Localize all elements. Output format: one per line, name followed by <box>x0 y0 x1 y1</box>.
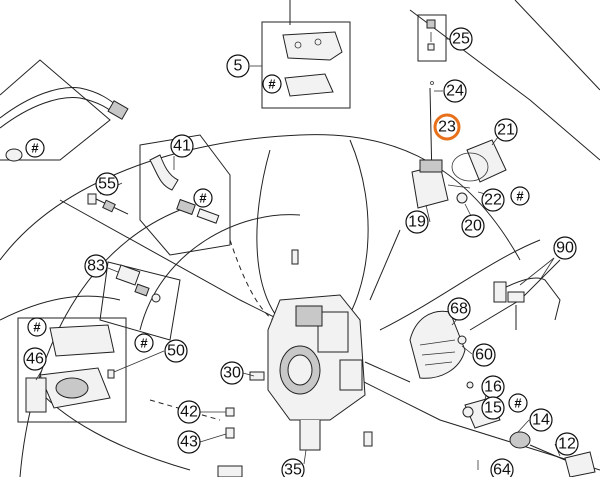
callout-68[interactable]: 68 <box>447 297 471 321</box>
callout-55[interactable]: 55 <box>95 172 119 196</box>
callout-41[interactable]: 41 <box>170 134 194 158</box>
callout-15-label: 15 <box>484 400 502 417</box>
callout-30[interactable]: 30 <box>220 361 244 385</box>
callout-30-label: 30 <box>223 365 241 382</box>
callout-83[interactable]: 83 <box>84 254 108 278</box>
callout-60[interactable]: 60 <box>472 343 496 367</box>
float-bowl-box <box>17 317 127 423</box>
callout-5[interactable]: 5 <box>226 54 250 78</box>
callout-50[interactable]: 50 <box>164 339 188 363</box>
hash-marker: # <box>510 186 530 206</box>
hash-marker-label: # <box>140 336 148 351</box>
callout-21[interactable]: 21 <box>494 118 518 142</box>
hash-marker-label: # <box>268 77 276 92</box>
part-55-screw <box>87 193 129 215</box>
callout-23[interactable]: 23 <box>433 113 461 141</box>
part-83-box <box>99 261 181 341</box>
throttle-cable-upper-left <box>0 59 129 162</box>
callout-16[interactable]: 16 <box>481 375 505 399</box>
callout-19-label: 19 <box>408 214 426 231</box>
callout-16-label: 16 <box>484 379 502 396</box>
part-90-fitting <box>493 277 561 330</box>
callout-14-label: 14 <box>532 412 550 429</box>
callout-25[interactable]: 25 <box>449 27 473 51</box>
callout-23-highlight-ring <box>433 113 461 141</box>
callout-68-label: 68 <box>450 301 468 318</box>
part-68-cover <box>409 310 467 379</box>
callout-42-label: 42 <box>180 404 198 421</box>
callout-12[interactable]: 12 <box>555 432 579 456</box>
callout-22-label: 22 <box>484 192 502 209</box>
callout-22[interactable]: 22 <box>481 188 505 212</box>
hash-marker: # <box>134 333 154 353</box>
callout-90-label: 90 <box>556 240 574 257</box>
throttle-linkage <box>462 381 596 477</box>
small-screws <box>107 249 373 477</box>
screw-kit-box <box>417 14 447 62</box>
callout-42[interactable]: 42 <box>177 400 201 424</box>
callouts: 25 5 24 23 21 41 55 22 19 20 90 83 68 50… <box>23 27 579 477</box>
hash-marker-label: # <box>516 189 524 204</box>
carburetor-body <box>249 294 411 451</box>
callout-90[interactable]: 90 <box>553 236 577 260</box>
hash-marker: # <box>25 138 45 158</box>
callout-64[interactable]: 64 <box>490 458 514 477</box>
callout-55-label: 55 <box>98 176 116 193</box>
callout-43-label: 43 <box>180 434 198 451</box>
callout-25-label: 25 <box>452 31 470 48</box>
hash-marker: # <box>27 317 47 337</box>
gasket-set-box <box>261 21 351 109</box>
callout-46-label: 46 <box>26 351 44 368</box>
callout-50-label: 50 <box>167 343 185 360</box>
hash-marker: # <box>508 393 528 413</box>
callout-60-label: 60 <box>475 347 493 364</box>
callout-20-label: 20 <box>464 218 482 235</box>
callout-43[interactable]: 43 <box>177 430 201 454</box>
callout-24[interactable]: 24 <box>443 79 467 103</box>
part-21-cover <box>451 139 507 183</box>
callout-23-label: 23 <box>438 119 456 136</box>
hash-marker: # <box>262 74 282 94</box>
hash-marker: # <box>193 188 213 208</box>
part-41-box <box>139 134 231 256</box>
callout-5-label: 5 <box>234 58 243 75</box>
callout-14[interactable]: 14 <box>529 408 553 432</box>
hash-marker-label: # <box>514 396 522 411</box>
callout-12-label: 12 <box>558 436 576 453</box>
callout-64-label: 64 <box>493 462 511 477</box>
callout-41-label: 41 <box>173 138 191 155</box>
hash-marker-label: # <box>199 191 207 206</box>
callout-35[interactable]: 35 <box>281 458 305 477</box>
callout-46[interactable]: 46 <box>23 347 47 371</box>
callout-19[interactable]: 19 <box>405 210 429 234</box>
callout-20[interactable]: 20 <box>461 214 485 238</box>
callout-21-label: 21 <box>497 122 515 139</box>
callout-35-label: 35 <box>284 462 302 477</box>
callout-24-label: 24 <box>446 83 464 100</box>
part-19-housing <box>411 159 471 209</box>
callout-83-label: 83 <box>87 258 105 275</box>
hash-marker-label: # <box>33 320 41 335</box>
callout-15[interactable]: 15 <box>481 396 505 420</box>
hash-marker-label: # <box>31 141 39 156</box>
